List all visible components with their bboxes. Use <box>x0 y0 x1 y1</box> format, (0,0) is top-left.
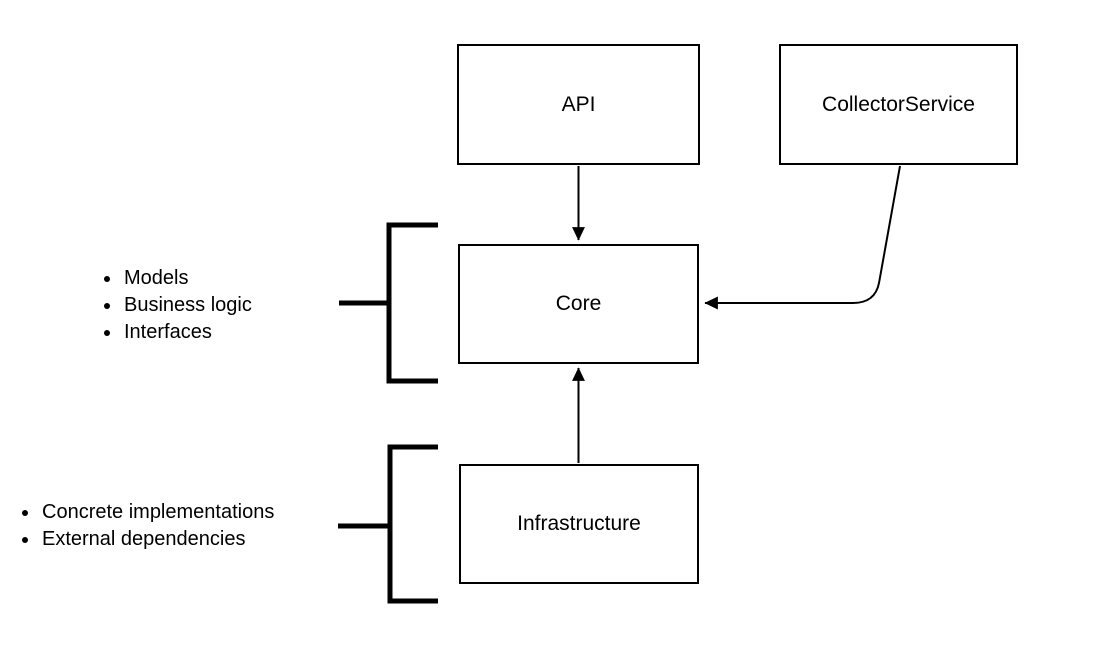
node-api: API <box>457 44 700 165</box>
edge-collectorservice-to-core <box>704 165 901 310</box>
node-collectorservice: CollectorService <box>779 44 1018 165</box>
node-infrastructure: Infrastructure <box>459 464 699 584</box>
list-item: Business logic <box>122 292 252 319</box>
list-item: Models <box>122 265 252 292</box>
infrastructure-annotation-list: Concrete implementations External depend… <box>16 499 274 553</box>
list-item: Interfaces <box>122 319 252 346</box>
node-api-label: API <box>561 92 596 116</box>
bracket-infrastructure <box>387 444 438 604</box>
node-infrastructure-label: Infrastructure <box>517 512 641 535</box>
list-item: External dependencies <box>40 526 274 553</box>
bracket-core <box>386 222 438 384</box>
core-annotation-list: Models Business logic Interfaces <box>98 265 252 346</box>
node-core: Core <box>458 244 699 364</box>
node-core-label: Core <box>555 292 602 315</box>
node-collectorservice-label: CollectorService <box>822 92 975 116</box>
list-item: Concrete implementations <box>40 499 274 526</box>
